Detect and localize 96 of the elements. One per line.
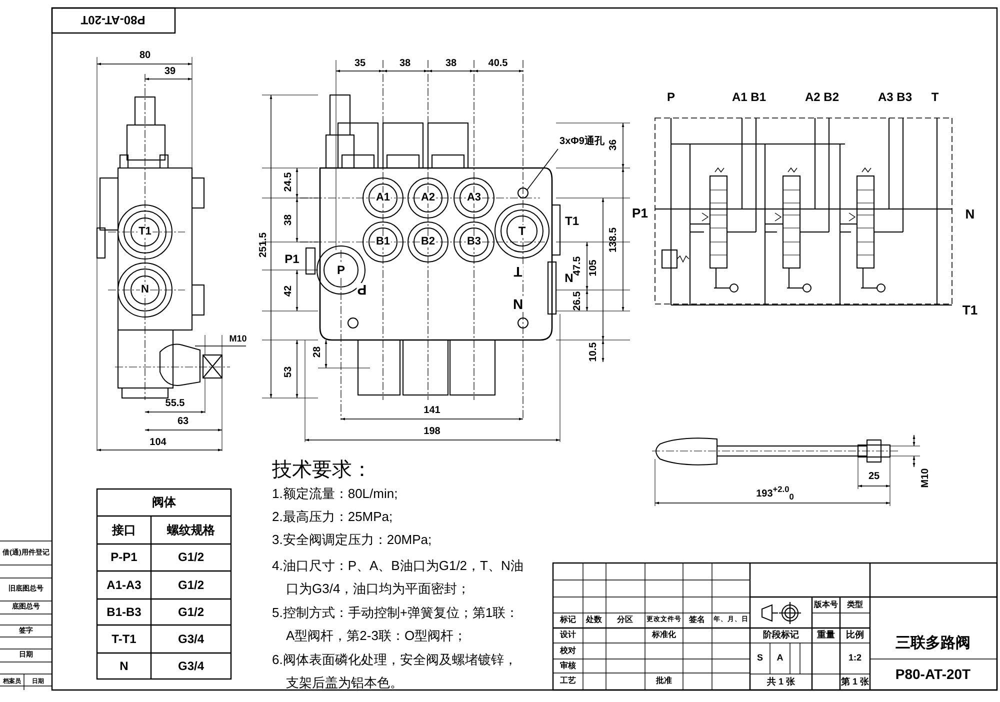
title-block-text: S xyxy=(757,654,763,662)
dimension-value: 38 xyxy=(445,59,457,69)
dimension-value: 141 xyxy=(424,406,440,416)
port-label: T xyxy=(517,225,527,237)
dimension-value: 63 xyxy=(177,417,189,427)
dimension-value: 10.5 xyxy=(589,342,599,362)
title-block-text: 1:2 xyxy=(848,654,862,662)
port-label: P xyxy=(666,91,676,103)
dimension-value: 24.5 xyxy=(284,172,294,192)
dimension-value: 40.5 xyxy=(488,59,508,69)
callout-text: 3xΦ9通孔 xyxy=(560,137,604,147)
dimension-value: 198 xyxy=(424,427,440,437)
title-block-text: 签名 xyxy=(689,616,705,624)
requirement-item: 5.控制方式：手动控制+弹簧复位；第1联：A型阀杆，第2-3联：O型阀杆； xyxy=(272,604,520,645)
title-block-text: 重量 xyxy=(817,630,835,640)
port-stamp: P xyxy=(356,283,368,297)
drawing-number: P80-AT-20T xyxy=(895,667,971,681)
requirement-item: 6.阀体表面磷化处理，安全阀及螺堵镀锌，支架后盖为铝本色。 xyxy=(272,651,518,692)
port-label: A1 xyxy=(374,192,392,204)
title-block-text: 比例 xyxy=(846,630,864,640)
mounting-hole xyxy=(518,188,528,198)
title-block-text: 标记 xyxy=(560,616,576,624)
dimension-value: 25 xyxy=(868,472,880,482)
table-heading: 接口 xyxy=(112,524,136,536)
port-name: T-T1 xyxy=(112,633,136,645)
dimension-value: 28 xyxy=(313,346,323,358)
thread-size: G1/2 xyxy=(178,579,204,591)
drawing-title: 三联多路阀 xyxy=(896,636,970,650)
title-block-text: 共 1 张 xyxy=(767,678,795,686)
requirement-item: 4.油口尺寸：P、A、B油口为G1/2，T、N油口为G3/4，油口均为平面密封； xyxy=(272,557,524,598)
title-block-text: 第 1 张 xyxy=(841,678,869,686)
title-block-text: 审核 xyxy=(560,662,576,670)
requirement-item: 2.最高压力：25MPa; xyxy=(272,510,393,523)
title-block-text: 分区 xyxy=(617,616,633,624)
port-label: A2 xyxy=(420,192,436,204)
port-label: P1 xyxy=(631,206,649,220)
dimension-value: 138.5 xyxy=(609,227,619,253)
table-heading: 阀体 xyxy=(152,496,176,508)
dimension-value: 105 xyxy=(589,260,599,276)
dimension-value: 55.5 xyxy=(165,399,185,409)
port-name: B1-B3 xyxy=(106,606,142,618)
table-heading: 螺纹规格 xyxy=(167,524,215,536)
dimension-value: 26.5 xyxy=(573,291,583,311)
port-label: N xyxy=(140,284,150,296)
title-block-text: 设计 xyxy=(560,631,576,639)
thread-size: G1/2 xyxy=(178,551,204,563)
port-name: N xyxy=(120,660,128,672)
dimension-value: 104 xyxy=(150,438,166,448)
title-block-text: 版本号 xyxy=(814,601,838,609)
dimension-value: 38 xyxy=(399,59,411,69)
port-label: P xyxy=(336,264,346,276)
title-block-text: 校对 xyxy=(560,647,576,655)
port-label: T1 xyxy=(564,215,580,227)
drawing-number: P80-AT-20T xyxy=(80,14,146,26)
port-label: T1 xyxy=(961,304,979,316)
title-block-text: 处数 xyxy=(586,616,602,624)
dimension-value: 80 xyxy=(139,51,151,61)
dimension-value: 38 xyxy=(284,214,294,226)
leader-line xyxy=(526,148,558,190)
title-block-text: 标准化 xyxy=(652,631,676,639)
port-name: P-P1 xyxy=(110,551,138,563)
dimension-value: 53 xyxy=(284,366,294,378)
port-label: A3 xyxy=(466,192,482,204)
port-label: B3 xyxy=(466,236,482,248)
dimension-value: 47.5 xyxy=(573,256,583,276)
title-block-text: 批准 xyxy=(656,677,672,685)
thread-size: G3/4 xyxy=(178,633,204,645)
port-label: T1 xyxy=(138,226,152,238)
port-label: T xyxy=(930,91,940,103)
dimension-value: 36 xyxy=(609,139,619,151)
port-stamp: T xyxy=(512,265,524,279)
requirement-item: 1.额定流量：80L/min; xyxy=(272,487,398,500)
requirements-heading: 技术要求： xyxy=(272,460,372,480)
thread-size: G3/4 xyxy=(178,660,204,672)
port-stamp: N xyxy=(512,297,524,311)
dimension-value: 39 xyxy=(164,67,176,77)
dimension-value: 251.5 xyxy=(259,232,269,258)
title-block-text: 工艺 xyxy=(560,677,576,685)
port-label: P1 xyxy=(284,253,300,265)
port-label: A3 B3 xyxy=(877,91,913,103)
port-label: A1 B1 xyxy=(731,91,767,103)
dimension-value: 42 xyxy=(284,285,294,297)
title-block-text: A xyxy=(776,654,784,662)
dimension-value: 35 xyxy=(354,59,366,69)
port-label: A2 B2 xyxy=(804,91,840,103)
dimension-value: M10 xyxy=(229,334,247,344)
port-label: B1 xyxy=(374,236,392,248)
port-label: N xyxy=(964,208,976,220)
dimension-value: M10 xyxy=(921,468,931,488)
port-label: N xyxy=(564,272,574,284)
title-block-text: 阶段标记 xyxy=(763,630,799,640)
thread-size: G1/2 xyxy=(178,606,204,618)
port-name: A1-A3 xyxy=(106,579,142,591)
title-block-text: 类型 xyxy=(847,601,863,609)
port-label: B2 xyxy=(420,236,436,248)
requirement-item: 3.安全阀调定压力：20MPa; xyxy=(272,533,432,546)
